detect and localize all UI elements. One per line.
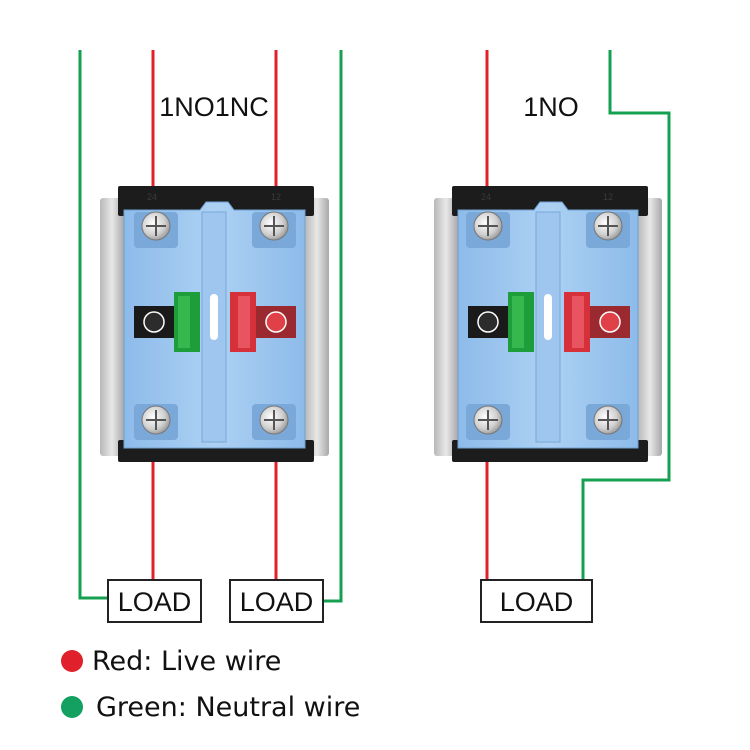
terminal-label-24: 24 — [147, 192, 157, 202]
legend-green-text: Green: Neutral wire — [96, 692, 360, 723]
terminal-label-24: 24 — [481, 192, 491, 202]
screw-bottom-right — [593, 405, 623, 435]
load-box-left: LOAD — [107, 579, 202, 623]
switch-title: 1NO1NC — [159, 92, 269, 122]
screw-bottom-left — [141, 405, 171, 435]
screw-top-right — [259, 211, 289, 241]
green-wire-left-outer — [78, 50, 108, 600]
legend-red-text: Red: Live wire — [92, 646, 281, 677]
legend: Red: Live wire Green: Neutral wire — [61, 646, 360, 723]
green-wire-right — [581, 50, 671, 580]
top-terminal-block — [452, 186, 648, 216]
screw-bottom-left — [473, 405, 503, 435]
screw-top-right — [593, 211, 623, 241]
load-box-right: LOAD — [229, 579, 324, 623]
switch-title: 1NO — [523, 92, 579, 122]
green-dot-icon — [61, 696, 83, 718]
top-terminal-block — [118, 186, 314, 216]
switch-1no1nc: 24 12 — [78, 50, 343, 623]
svg-text:LOAD: LOAD — [240, 587, 314, 617]
svg-text:LOAD: LOAD — [118, 587, 192, 617]
svg-text:LOAD: LOAD — [500, 587, 574, 617]
screw-bottom-right — [259, 405, 289, 435]
switch-1no: 24 12 — [434, 50, 671, 623]
screw-top-left — [473, 211, 503, 241]
terminal-label-12: 12 — [603, 192, 613, 202]
red-dot-icon — [61, 650, 83, 672]
green-wire-left-inner — [323, 50, 343, 603]
terminal-label-12: 12 — [271, 192, 281, 202]
load-box: LOAD — [480, 579, 593, 623]
screw-top-left — [141, 211, 171, 241]
